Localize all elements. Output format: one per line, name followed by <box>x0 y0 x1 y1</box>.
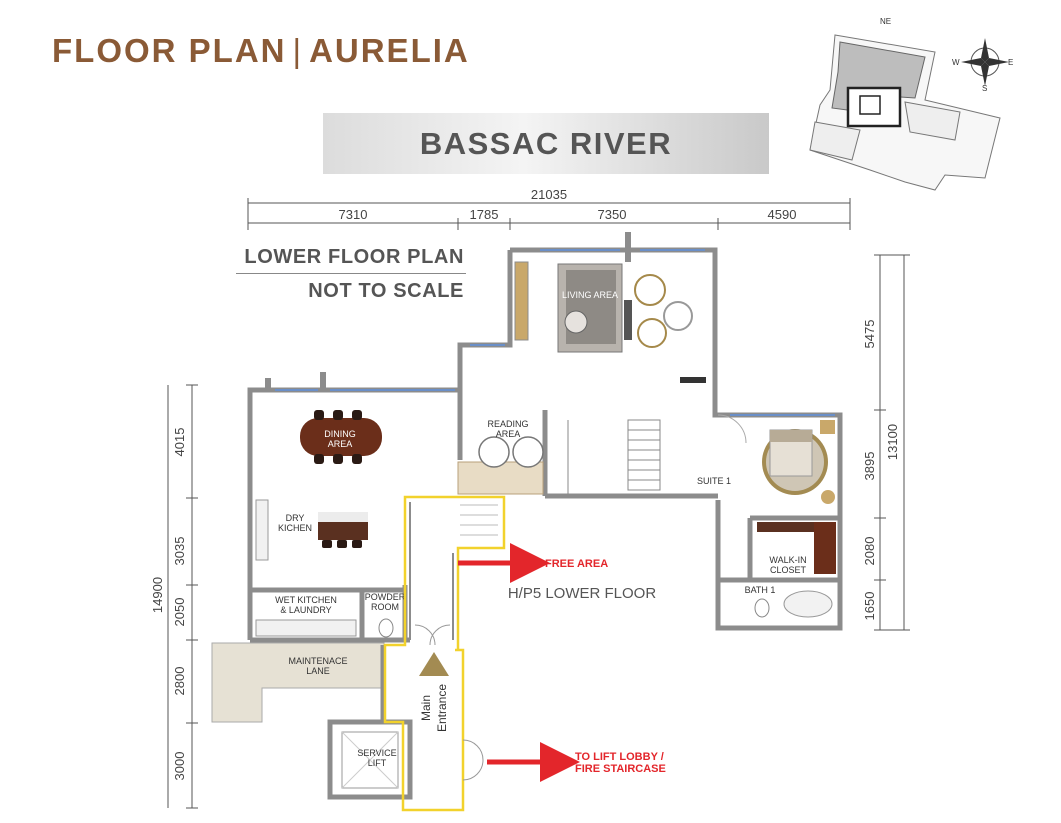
room-maint-label-2: LANE <box>306 666 330 676</box>
wall-stub <box>625 232 631 262</box>
scale-note: NOT TO SCALE <box>308 280 464 302</box>
room-service-label-1: SERVICE <box>357 748 396 758</box>
room-powder-label-1: POWDER <box>365 592 406 602</box>
closet-shelf <box>757 522 814 532</box>
dim-right-1: 5475 <box>862 320 877 349</box>
living-furniture <box>557 263 706 383</box>
dim-left-3: 2050 <box>172 598 187 627</box>
suite-furniture <box>762 420 835 504</box>
dim-top-3: 7350 <box>598 207 627 222</box>
dim-top-1: 7310 <box>339 207 368 222</box>
room-service-label-2: LIFT <box>368 758 387 768</box>
lift-car <box>341 731 399 789</box>
right-dimensions <box>874 254 910 631</box>
dim-right-total: 13100 <box>885 424 900 460</box>
plan-label: LOWER FLOOR PLAN <box>244 246 464 268</box>
callout-free-area: FREE AREA <box>545 558 608 570</box>
dim-top-2: 1785 <box>470 207 499 222</box>
compass-e: E <box>1008 58 1013 67</box>
entry-steps <box>460 504 498 536</box>
room-powder-label-2: ROOM <box>371 602 399 612</box>
unit-label: H/P5 LOWER FLOOR <box>508 585 657 602</box>
toilet <box>754 598 770 618</box>
compass-s: S <box>982 84 987 93</box>
dim-right-4: 1650 <box>862 592 877 621</box>
entry-door-swing <box>414 624 451 646</box>
dim-right-2: 3895 <box>862 452 877 481</box>
lift-cross <box>341 731 399 789</box>
staircase <box>567 419 661 494</box>
key-plan: NE W E S <box>809 17 1013 191</box>
dry-kitchen-furniture <box>255 499 368 561</box>
closet-cabinet <box>814 522 836 574</box>
wall-stub <box>320 372 326 392</box>
left-dimensions <box>167 384 198 809</box>
room-living-label: LIVING AREA <box>562 290 618 300</box>
maintenance-lane-floor <box>211 642 385 723</box>
room-dining-label-1: DINING <box>324 429 356 439</box>
room-wet-label-1: WET KITCHEN <box>275 595 337 605</box>
walls <box>247 247 843 800</box>
callout-lift-1: TO LIFT LOBBY / <box>575 751 664 763</box>
entrance-triangle-icon <box>419 652 449 676</box>
room-maint-label-1: MAINTENACE <box>288 656 347 666</box>
room-wet-label-2: & LAUNDRY <box>280 605 331 615</box>
room-dry-label-1: DRY <box>286 513 305 523</box>
room-reading-label-2: AREA <box>496 429 521 439</box>
title-separator: | <box>292 32 304 69</box>
room-suite-label: SUITE 1 <box>697 476 731 486</box>
entrance-label-2: Entrance <box>435 684 449 732</box>
dim-left-1: 4015 <box>172 428 187 457</box>
door-swing <box>717 414 747 444</box>
page-title: FLOOR PLAN|AURELIA <box>52 32 470 70</box>
lift-door-swing <box>462 739 484 781</box>
windows <box>275 249 835 416</box>
wall-stub <box>265 378 271 392</box>
wet-counter <box>255 619 357 637</box>
compass: NE W E S <box>880 17 1013 93</box>
corridor-walls <box>409 502 454 640</box>
top-dimensions <box>247 198 851 230</box>
entrance-path-highlight <box>383 495 506 812</box>
room-walkin-label-2: CLOSET <box>770 565 807 575</box>
dim-left-4: 2800 <box>172 667 187 696</box>
callout-lift-2: FIRE STAIRCASE <box>575 763 666 775</box>
title-project-name: AURELIA <box>309 32 470 69</box>
room-dry-label-2: KICHEN <box>278 523 312 533</box>
entrance-label-1: Main <box>419 695 433 721</box>
dim-left-2: 3035 <box>172 537 187 566</box>
room-reading-label-1: READING <box>487 419 528 429</box>
dim-right-3: 2080 <box>862 537 877 566</box>
plan-label-divider <box>236 273 466 274</box>
river-banner: BASSAC RIVER <box>323 113 769 174</box>
compass-ne: NE <box>880 17 891 26</box>
toilet <box>378 618 394 638</box>
bathtub <box>783 590 833 618</box>
wood-panel <box>514 261 529 341</box>
compass-w: W <box>952 58 960 67</box>
room-dining-label-2: AREA <box>328 439 353 449</box>
dim-top-total: 21035 <box>531 187 567 202</box>
dining-furniture <box>300 410 382 464</box>
river-name: BASSAC RIVER <box>419 125 673 161</box>
dim-left-5: 3000 <box>172 752 187 781</box>
room-walkin-label-1: WALK-IN <box>769 555 806 565</box>
dim-top-4: 4590 <box>768 207 797 222</box>
reading-furniture <box>478 436 544 468</box>
title-floor-plan: FLOOR PLAN <box>52 32 287 69</box>
dim-left-total: 14900 <box>150 577 165 613</box>
room-bath-label: BATH 1 <box>745 585 776 595</box>
